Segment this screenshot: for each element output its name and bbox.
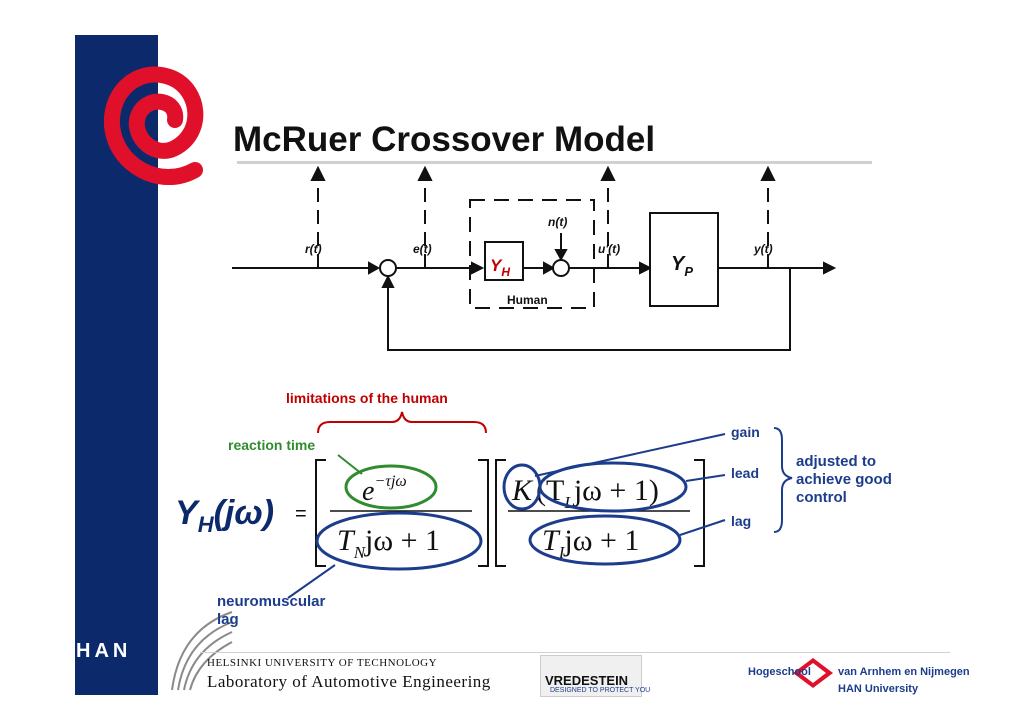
block-diagram <box>232 165 837 351</box>
yp-block <box>649 212 719 307</box>
lag-label: lag <box>731 513 752 529</box>
lead-term: K(TLjω + 1) <box>511 474 659 512</box>
delay-term: e−τjω <box>362 473 407 507</box>
lag-ellipse <box>528 514 682 566</box>
limitations-brace <box>317 411 487 434</box>
signal-n-label: n(t) <box>548 215 567 229</box>
yh-block-label: YH <box>490 256 510 279</box>
school-name-3: HAN University <box>838 683 919 695</box>
lead-pointer <box>685 474 726 482</box>
adjusted-line-2: achieve good <box>796 471 892 488</box>
lab-name: Laboratory of Automotive Engineering <box>207 672 491 691</box>
gain-pointer <box>534 433 726 477</box>
slide-title: McRuer Crossover Model <box>233 120 656 159</box>
signal-e-label: e(t) <box>413 242 432 256</box>
reaction-time-label: reaction time <box>228 437 316 453</box>
summing-junction-2 <box>552 259 570 277</box>
neuromuscular-pointer <box>287 564 336 599</box>
signal-y-label: y(t) <box>753 242 773 256</box>
adjusted-line-3: control <box>796 489 847 506</box>
sponsor-logo <box>540 655 642 697</box>
lead-label: lead <box>731 465 760 481</box>
delay-ellipse <box>344 464 438 510</box>
adjusted-brace <box>773 427 793 533</box>
neuromuscular-ellipse <box>315 511 483 571</box>
gain-label: gain <box>731 424 760 440</box>
school-name-2: van Arnhem en Nijmegen <box>838 666 970 678</box>
university-name: HELSINKI UNIVERSITY OF TECHNOLOGY <box>207 657 438 669</box>
limitations-label: limitations of the human <box>286 390 448 406</box>
adjusted-label: adjusted to achieve good control <box>796 453 892 507</box>
lag-term: TIjω + 1 <box>542 524 639 562</box>
wing-logo-icon <box>171 611 233 691</box>
han-diamond-logo-icon <box>793 658 833 688</box>
yp-block-label: YP <box>671 253 693 279</box>
school-name-1: Hogeschool <box>748 666 811 678</box>
lag-pointer <box>679 519 726 536</box>
signal-r-label: r(t) <box>305 242 322 256</box>
sponsor-name: VREDESTEIN <box>545 673 629 688</box>
spiral-logo-icon <box>103 66 204 186</box>
neuromuscular-label: neuromuscular lag <box>217 593 325 629</box>
neuromuscular-term: TNjω + 1 <box>337 524 440 562</box>
human-label: Human <box>507 293 548 307</box>
reaction-pointer <box>337 454 363 475</box>
equals-sign: = <box>295 503 307 525</box>
lead-ellipse <box>538 461 688 513</box>
signal-u-label: u'(t) <box>598 242 620 256</box>
sponsor-slogan: DESIGNED TO PROTECT YOU <box>550 687 651 694</box>
formula-brackets <box>315 459 705 567</box>
formula-lhs: YH(jω) <box>175 494 275 537</box>
han-brand: HAN <box>76 640 132 662</box>
neuromuscular-line-2: lag <box>217 611 239 628</box>
footer-divider <box>200 652 950 653</box>
adjusted-line-1: adjusted to <box>796 453 877 470</box>
yh-block <box>484 241 524 281</box>
neuromuscular-line-1: neuromuscular <box>217 593 326 610</box>
summing-junction-1 <box>379 259 397 277</box>
title-divider <box>237 161 872 164</box>
